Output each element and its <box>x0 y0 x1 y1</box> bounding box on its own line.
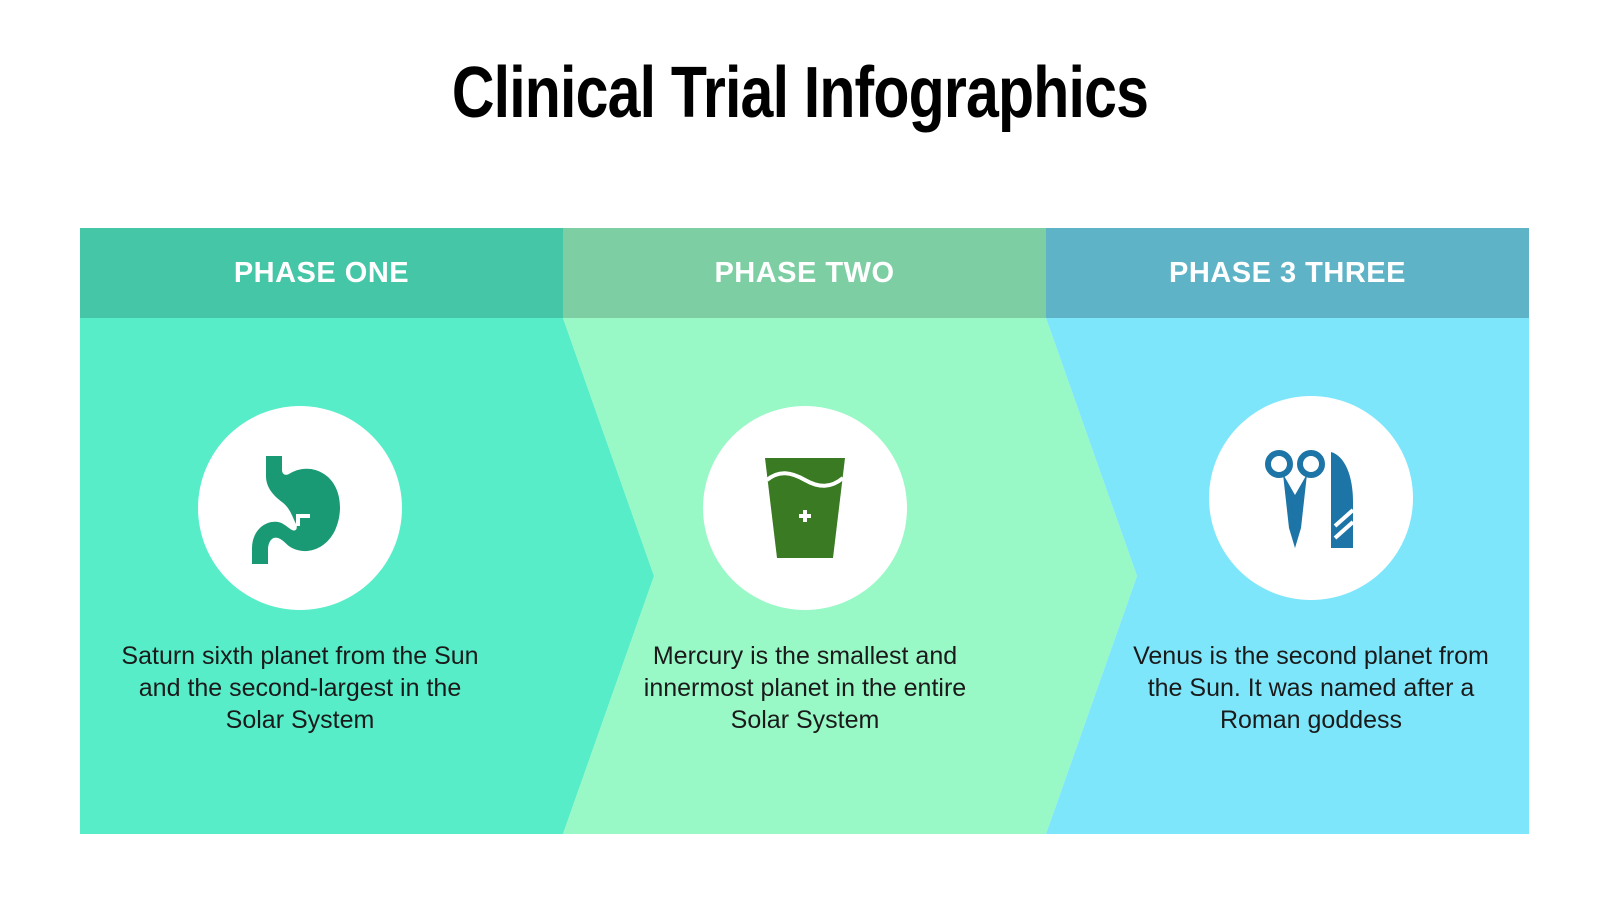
page-title: Clinical Trial Infographics <box>451 53 1149 133</box>
phase-three-description: Venus is the second planet from the Sun.… <box>1133 642 1489 734</box>
phase-two-icon-circle <box>703 406 907 610</box>
phase-two-description: Mercury is the smallest and innermost pl… <box>643 642 967 734</box>
phase-one-description: Saturn sixth planet from the Sun and the… <box>121 642 479 734</box>
surgical-tools-icon <box>1265 450 1355 548</box>
phase-one-header: PHASE ONE <box>233 256 410 289</box>
medicine-cup-icon <box>765 458 845 558</box>
phase-three-icon-circle <box>1209 396 1413 600</box>
phase-one-header-bg <box>80 228 563 318</box>
stomach-icon <box>252 456 340 564</box>
phase-two-header-bg <box>563 228 1046 318</box>
phase-three-header: PHASE 3 THREE <box>1169 256 1406 289</box>
phase-one-icon-circle <box>198 406 402 610</box>
phase-three-header-bg <box>1046 228 1529 318</box>
phase-two-header: PHASE TWO <box>714 256 895 289</box>
